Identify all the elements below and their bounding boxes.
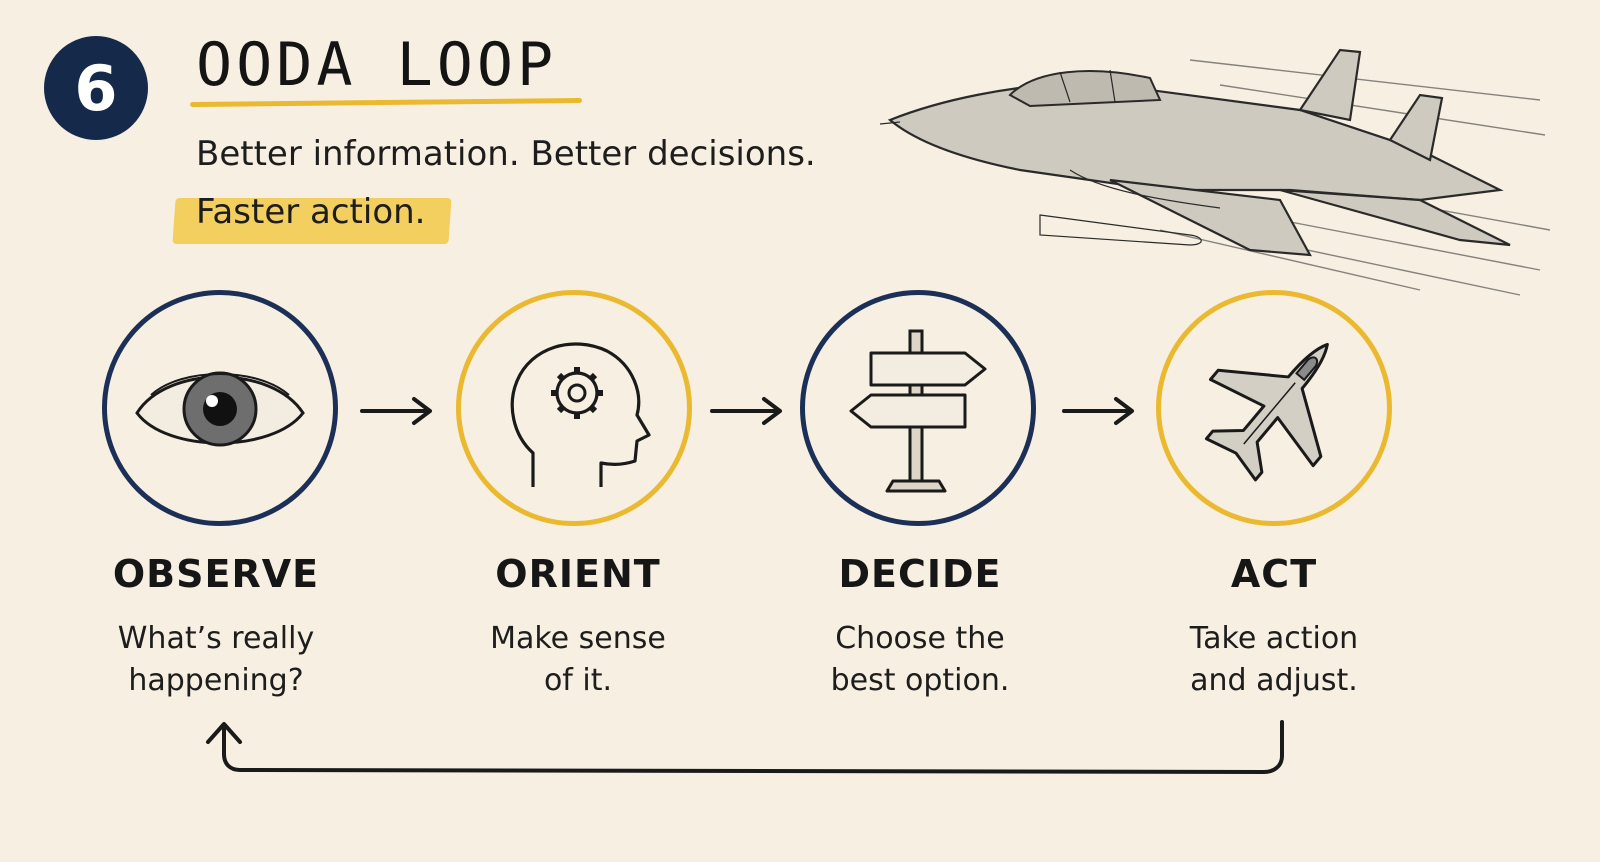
decide-description-line-2: best option. [830, 663, 1010, 698]
act-description-line-1: Take action [1189, 621, 1359, 656]
orient-description-line-2: of it. [543, 663, 613, 698]
feedback-loop-arrow [206, 720, 1284, 774]
signpost-icon [849, 329, 987, 493]
arrow-orient-to-decide [710, 397, 782, 425]
decide-stage-circle [800, 290, 1036, 526]
act-description-line-2: and adjust. [1190, 663, 1358, 698]
head-gear-icon [510, 342, 651, 487]
decide-title: DECIDE [838, 552, 1002, 596]
orient-description-line-1: Make sense [490, 621, 666, 656]
orient-title: ORIENT [495, 552, 661, 596]
act-stage-circle [1156, 290, 1392, 526]
tagline-line-2: Faster action. [196, 192, 426, 232]
fighter-jet-illustration [879, 48, 1550, 296]
observe-title: OBSERVE [112, 552, 320, 596]
page-title: OODA LOOP [196, 30, 558, 100]
act-title: ACT [1230, 552, 1318, 596]
observe-description-line-1: What’s really [117, 621, 315, 656]
observe-description-line-2: happening? [128, 663, 304, 698]
eye-icon [135, 371, 305, 447]
jet-icon [1204, 342, 1329, 482]
decide-description-line-1: Choose the [835, 621, 1005, 656]
observe-stage-circle [102, 290, 338, 526]
arrow-decide-to-act [1062, 397, 1134, 425]
tagline-line-1: Better information. Better decisions. [196, 134, 816, 174]
orient-stage-circle [456, 290, 692, 526]
tagline-highlight-group: Faster action. [172, 188, 452, 244]
arrow-observe-to-orient [360, 397, 432, 425]
step-number-badge: 6 [44, 36, 148, 140]
